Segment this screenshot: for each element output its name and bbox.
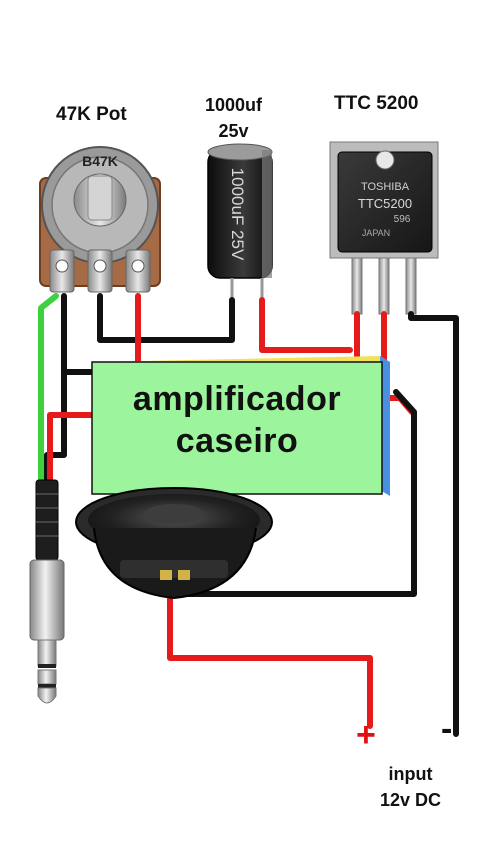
capacitor-voltage-label: 25v [218, 121, 249, 141]
transistor-country: JAPAN [362, 228, 390, 238]
transistor-marking: TTC5200 [358, 196, 412, 211]
input-label-line1: input [388, 764, 433, 784]
wire-red-capacitor [259, 297, 353, 353]
audio-jack [29, 479, 65, 704]
amplifier-box [91, 356, 390, 496]
speaker [75, 487, 273, 600]
input-label-line2: 12v DC [380, 790, 442, 810]
capacitor: 1000uF 25V [207, 143, 273, 300]
input-label: input 12v DC [380, 761, 441, 813]
transistor: TOSHIBA TTC5200 596 JAPAN [329, 141, 439, 315]
pot-terminals [49, 249, 151, 293]
wire-red-speaker [167, 585, 373, 729]
transistor-brand: TOSHIBA [361, 181, 410, 193]
amplifier-title-line1: amplificador [132, 380, 342, 418]
wire-black-pot-ground [61, 293, 97, 375]
potentiometer-label: 47K Pot [56, 104, 127, 125]
wire-green-signal [38, 293, 59, 483]
positive-terminal-label: + [356, 716, 376, 754]
wire-black-right [179, 389, 417, 597]
potentiometer: B47K [39, 146, 161, 293]
wire-black-pot-mid [97, 293, 235, 343]
wire-black-transistor [408, 311, 459, 737]
negative-terminal-label: - [441, 710, 453, 748]
capacitor-value-label: 1000uf [205, 95, 263, 115]
transistor-label: TTC 5200 [334, 93, 419, 114]
amplifier-title-line2: caseiro [175, 422, 299, 460]
amplifier-title: amplificador caseiro [92, 378, 382, 462]
pot-marking: B47K [82, 153, 118, 169]
capacitor-label: 1000uf 25v [205, 92, 262, 144]
wires [38, 293, 459, 737]
transistor-code: 596 [394, 214, 411, 225]
wire-red-left [47, 412, 97, 483]
capacitor-marking: 1000uF 25V [228, 168, 247, 261]
